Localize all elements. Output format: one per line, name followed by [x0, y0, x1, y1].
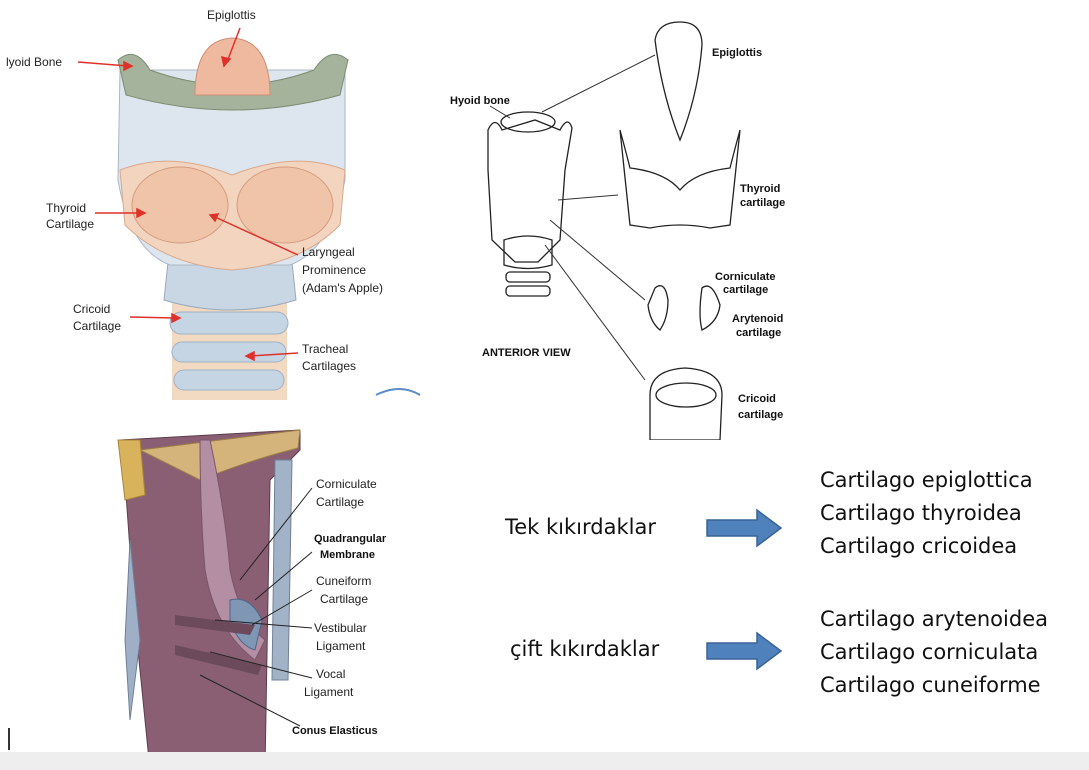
label-laryngeal-prominence-2: Prominence — [302, 263, 366, 277]
label-laryngeal-prominence-1: Laryngeal — [302, 245, 355, 259]
label-quadrangular-membrane-2: Membrane — [320, 549, 375, 561]
label-laryngeal-prominence-3: (Adam's Apple) — [302, 281, 383, 295]
list-item: Cartilago cuneiforme — [820, 669, 1048, 702]
label-vestibular-ligament-1: Vestibular — [314, 621, 367, 635]
label-cricoid-cartilage-1: Cricoid — [738, 393, 776, 405]
larynx-anterior-illustration: Epiglottis lyoid Bone Thyroid Cartilage … — [0, 0, 425, 400]
cricoid-lumen — [656, 383, 716, 407]
label-anterior-view: ANTERIOR VIEW — [482, 347, 571, 359]
group-label-paired: çift kıkırdaklar — [510, 637, 659, 661]
arytenoid-left — [648, 286, 668, 330]
label-cuneiform-cartilage-2: Cartilage — [320, 592, 368, 606]
label-cricoid-cartilage-2: cartilage — [738, 409, 783, 421]
label-hyoid-bone: lyoid Bone — [6, 55, 62, 69]
label-cuneiform-cartilage-1: Cuneiform — [316, 574, 371, 588]
label-conus-elasticus: Conus Elasticus — [292, 725, 378, 737]
label-thyroid-cartilage-1: Thyroid — [740, 183, 780, 195]
epiglottis-outline — [655, 22, 702, 140]
cartilage-edge-right — [272, 460, 292, 680]
assembled-larynx-outline — [488, 120, 572, 262]
label-epiglottis: Epiglottis — [712, 47, 762, 59]
paired-cartilage-list: Cartilago arytenoidea Cartilago cornicul… — [820, 603, 1048, 702]
label-thyroid-cartilage-2: cartilage — [740, 197, 785, 209]
label-vocal-ligament-2: Ligament — [304, 685, 354, 699]
label-arytenoid-cartilage-2: cartilage — [736, 327, 781, 339]
label-corniculate-cartilage-1: Corniculate — [715, 271, 776, 283]
arrow-right-icon — [705, 508, 783, 548]
label-thyroid-cartilage-1: Thyroid — [46, 201, 86, 215]
thyroid-outline — [620, 130, 740, 228]
label-tracheal-cartilages-2: Cartilages — [302, 359, 356, 373]
label-cricoid-cartilage-2: Cartilage — [73, 319, 121, 333]
list-item: Cartilago thyroidea — [820, 497, 1033, 530]
cricoid-outline — [650, 368, 722, 440]
label-vocal-ligament-1: Vocal — [316, 667, 345, 681]
bottom-bar — [0, 752, 1089, 770]
single-cartilage-list: Cartilago epiglottica Cartilago thyroide… — [820, 464, 1033, 563]
label-corniculate-cartilage-2: cartilage — [723, 284, 768, 296]
curve-mark — [376, 389, 420, 395]
label-quadrangular-membrane-1: Quadrangular — [314, 533, 387, 545]
lineart-leader-lines — [490, 55, 655, 380]
laryngeal-cartilages-lineart: Hyoid bone Epiglottis Thyroid cartilage … — [440, 0, 820, 440]
epiglottis-tip-shape — [118, 440, 145, 500]
label-epiglottis: Epiglottis — [207, 8, 256, 22]
list-item: Cartilago cricoidea — [820, 530, 1033, 563]
thyroid-lamina-left — [132, 167, 228, 243]
list-item: Cartilago corniculata — [820, 636, 1048, 669]
label-cricoid-cartilage-1: Cricoid — [73, 302, 110, 316]
arytenoid-right — [700, 286, 720, 330]
group-label-single: Tek kıkırdaklar — [505, 515, 656, 539]
larynx-sagittal-section-illustration: Corniculate Cartilage Quadrangular Membr… — [0, 420, 425, 770]
label-hyoid-bone: Hyoid bone — [450, 95, 510, 107]
label-corniculate-cartilage-1: Corniculate — [316, 477, 377, 491]
label-tracheal-cartilages-1: Tracheal — [302, 342, 348, 356]
assembled-ring-2 — [506, 286, 550, 296]
assembled-cricoid — [504, 236, 552, 269]
label-arytenoid-cartilage-1: Arytenoid — [732, 313, 783, 325]
list-item: Cartilago arytenoidea — [820, 603, 1048, 636]
assembled-ring-1 — [506, 272, 550, 282]
thyroid-lamina-right — [237, 167, 333, 243]
label-vestibular-ligament-2: Ligament — [316, 639, 366, 653]
label-thyroid-cartilage-2: Cartilage — [46, 217, 94, 231]
list-item: Cartilago epiglottica — [820, 464, 1033, 497]
tracheal-rings — [170, 312, 288, 390]
arrow-right-icon — [705, 631, 783, 671]
label-corniculate-cartilage-2: Cartilage — [316, 495, 364, 509]
